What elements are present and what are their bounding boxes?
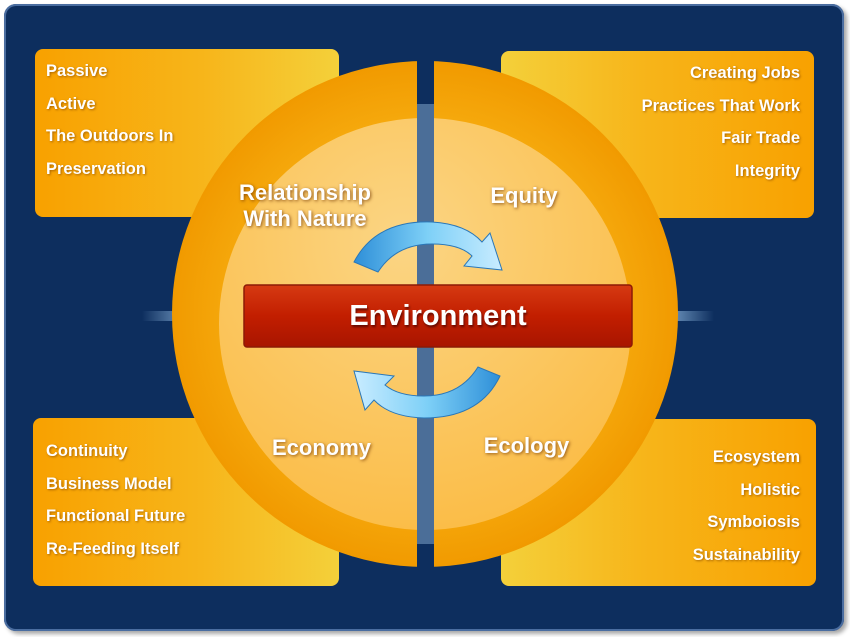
quadrant-label-line2: With Nature [243,206,367,231]
center-bar [243,284,633,348]
list-item: Creating Jobs [689,64,800,82]
list-item: Sustainability [692,545,800,564]
list-item: Active [46,94,96,113]
diagram-canvas: Environment Relationship With Nature Equ… [4,4,844,631]
list-bottom-left: Continuity Business Model Functional Fut… [46,435,185,565]
list-bottom-right: Ecosystem Holistic Symboiosis Sustainabi… [693,441,800,571]
list-item: The Outdoors In [46,127,174,145]
list-item: Business Model [46,474,172,493]
list-item: Fair Trade [721,129,800,147]
list-item: Passive [46,62,108,80]
list-item: Ecosystem [712,448,800,466]
list-item: Re-Feeding Itself [46,539,179,558]
diagram-graphics [33,49,816,586]
list-item: Preservation [46,159,146,178]
quadrant-label-equity: Equity [490,183,558,208]
quadrant-label-relationship: Relationship With Nature [210,180,400,232]
list-top-right: Creating Jobs Practices That Work Fair T… [642,57,800,187]
list-item: Symboiosis [707,513,800,531]
quadrant-label-economy: Economy [271,435,372,460]
list-item: Practices That Work [641,96,800,115]
list-item: Holistic [740,480,800,499]
quadrant-label-ecology: Ecology [483,433,570,458]
curved-arrow-icon [353,221,503,273]
list-item: Integrity [734,161,800,180]
list-item: Continuity [46,442,128,460]
list-item: Functional Future [46,507,186,525]
list-top-left: Passive Active The Outdoors In Preservat… [46,55,173,185]
center-label: Environment [349,300,527,332]
quadrant-label-line1: Relationship [238,180,371,205]
curved-arrow-icon [353,366,501,419]
